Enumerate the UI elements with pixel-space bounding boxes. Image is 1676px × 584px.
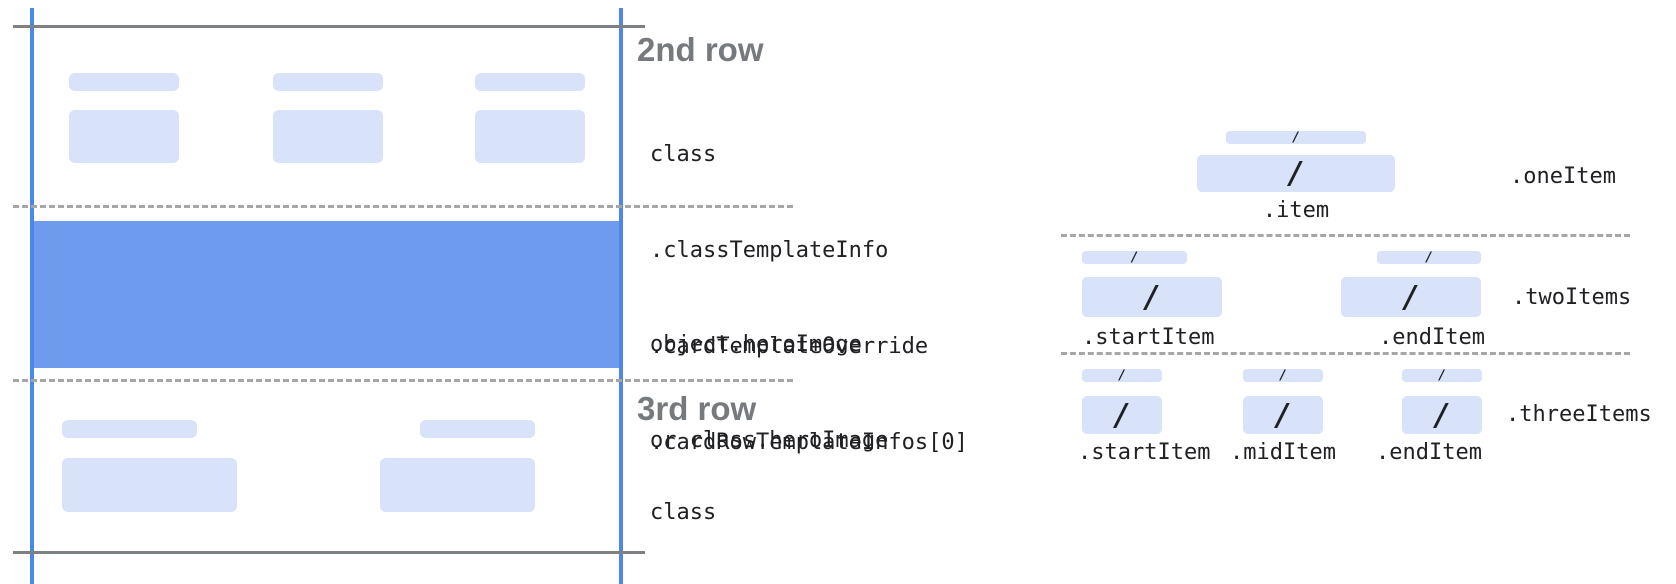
slash-placeholder: / [1118, 368, 1126, 383]
row3-col1-value-placeholder [62, 458, 237, 512]
three-items-end-label-bar: / [1402, 368, 1482, 383]
row3-heading: 3rd row [637, 390, 757, 427]
row2-col2-value-placeholder [273, 110, 383, 163]
slash-placeholder: / [1279, 368, 1287, 383]
slash-placeholder: / [1130, 250, 1139, 265]
row3-col2-value-placeholder [380, 458, 535, 512]
items-divider-dashed-line-bottom [1061, 352, 1630, 355]
three-items-start-value-bar: / [1082, 396, 1162, 434]
row3-col2-label-placeholder [420, 420, 535, 438]
three-items-end-value-bar: / [1402, 396, 1482, 434]
hero-code-block: object.heroImage or class.heroImage [650, 265, 888, 521]
slash-placeholder: / [1112, 397, 1132, 433]
two-items-end-value-bar: / [1341, 277, 1481, 317]
slash-placeholder: / [1438, 368, 1446, 383]
row2-col2-label-placeholder [273, 73, 383, 91]
row3-col1-label-placeholder [62, 420, 197, 438]
row-divider-dashed-line-bottom [13, 379, 793, 382]
layout-name-label-one-item: .oneItem [1510, 164, 1616, 189]
slash-placeholder: / [1432, 397, 1452, 433]
one-item-label-bar: / [1226, 130, 1366, 145]
row2-col3-value-placeholder [475, 110, 585, 163]
row2-col1-value-placeholder [69, 110, 179, 163]
row3-code-line: class [650, 500, 717, 525]
row2-code-block: class .classTemplateInfo .cardTemplateOv… [650, 75, 968, 523]
item-name-label-end: .endItem [1376, 440, 1482, 465]
slash-placeholder: / [1273, 397, 1293, 433]
slash-placeholder: / [1292, 130, 1300, 145]
hero-code-line: object.heroImage [650, 332, 862, 357]
row2-col3-label-placeholder [475, 73, 585, 91]
slash-placeholder: / [1401, 279, 1421, 315]
hero-image-band [34, 221, 619, 368]
card-top-boundary-line [13, 25, 645, 28]
item-name-label-end: .endItem [1379, 325, 1485, 350]
two-items-start-value-bar: / [1082, 277, 1222, 317]
hero-code-line: or class.heroImage [650, 428, 889, 453]
one-item-value-bar: / [1197, 155, 1395, 192]
item-name-label-mid: .midItem [1230, 440, 1336, 465]
slash-placeholder: / [1425, 250, 1433, 265]
row2-col1-label-placeholder [69, 73, 179, 91]
three-items-mid-label-bar: / [1243, 368, 1323, 383]
row2-code-line: class [650, 142, 717, 167]
slash-placeholder: / [1142, 279, 1162, 315]
two-items-start-label-bar: / [1082, 250, 1187, 265]
two-items-end-label-bar: / [1377, 250, 1481, 265]
card-bottom-boundary-line [13, 551, 645, 554]
row3-code-block: class .classTemplateInfo .cardTemplateOv… [650, 433, 968, 584]
row2-heading: 2nd row [637, 31, 764, 68]
row2-code-line: .classTemplateInfo [650, 238, 889, 263]
three-items-start-label-bar: / [1082, 368, 1162, 383]
slash-placeholder: / [1286, 156, 1306, 191]
item-name-label: .item [1262, 198, 1330, 223]
layout-name-label-two-items: .twoItems [1512, 285, 1632, 310]
row-divider-dashed-line-top [13, 205, 793, 208]
item-name-label-start: .startItem [1078, 440, 1211, 465]
three-items-mid-value-bar: / [1243, 396, 1323, 434]
row2-code-line: .cardRowTemplateInfos[0] [650, 430, 968, 455]
card-right-guide-line [619, 8, 623, 584]
item-name-label-start: .startItem [1082, 325, 1215, 350]
items-divider-dashed-line-top [1061, 234, 1630, 237]
layout-name-label-three-items: .threeItems [1506, 402, 1652, 427]
row2-code-line: .cardTemplateOverride [650, 334, 929, 359]
card-left-guide-line [30, 8, 34, 584]
